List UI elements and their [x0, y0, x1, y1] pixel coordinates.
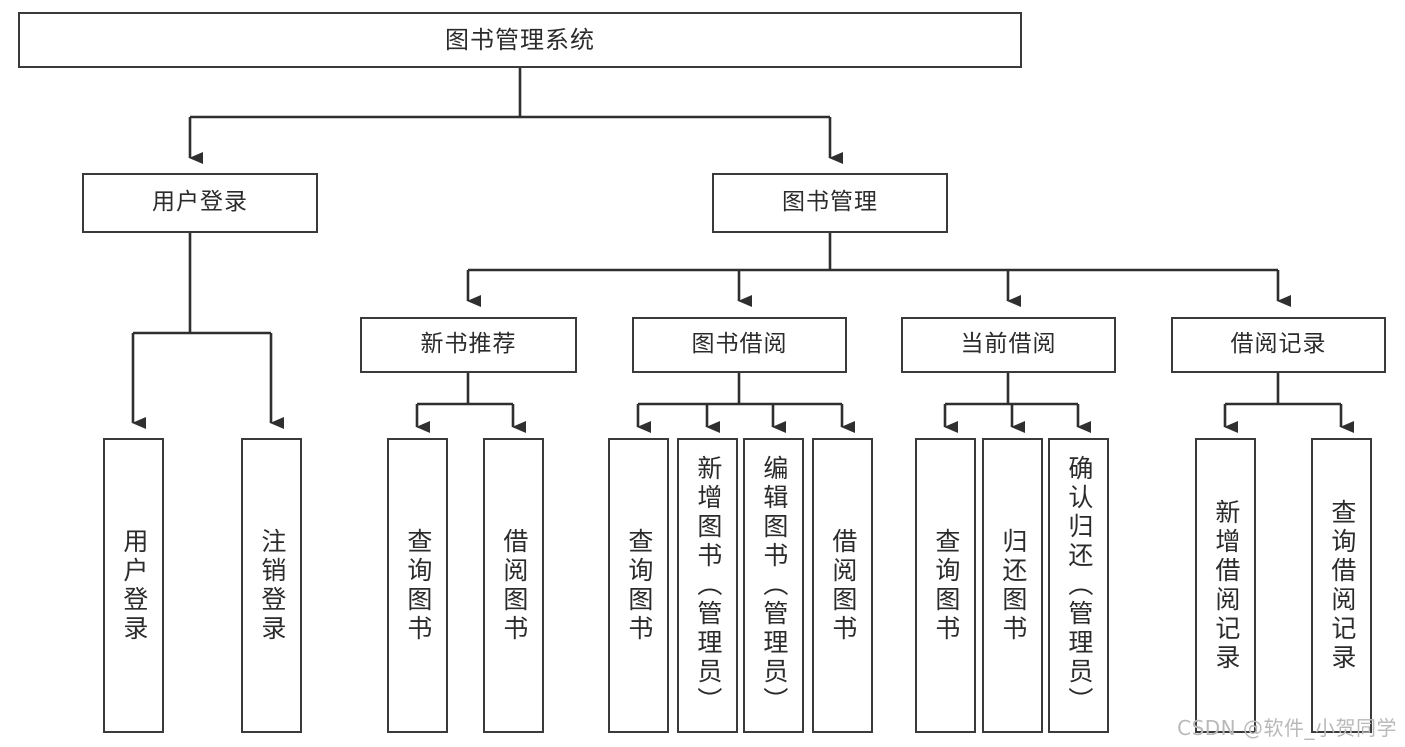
leaf-label: 借阅图书	[828, 527, 858, 644]
node-borrow-record[interactable]: 借阅记录	[1171, 317, 1386, 373]
leaf-label: 查询图书	[624, 527, 654, 644]
node-leaf-query-record[interactable]: 查询借阅记录	[1311, 438, 1372, 733]
leaf-label: 确认归还（管理员）	[1064, 455, 1094, 716]
node-book-management[interactable]: 图书管理	[712, 173, 948, 233]
node-leaf-edit-book[interactable]: 编辑图书（管理员）	[743, 438, 804, 733]
node-leaf-query-book-2[interactable]: 查询图书	[608, 438, 669, 733]
node-leaf-user-login[interactable]: 用户登录	[103, 438, 164, 733]
leaf-label: 借阅图书	[499, 527, 529, 644]
node-leaf-add-book[interactable]: 新增图书（管理员）	[677, 438, 738, 733]
node-new-book-recommend[interactable]: 新书推荐	[360, 317, 577, 373]
node-leaf-borrow-book-1[interactable]: 借阅图书	[483, 438, 544, 733]
leaf-label: 新增借阅记录	[1211, 498, 1241, 673]
leaf-label: 注销登录	[257, 527, 287, 644]
node-leaf-add-record[interactable]: 新增借阅记录	[1195, 438, 1256, 733]
leaf-label: 编辑图书（管理员）	[759, 455, 789, 716]
node-leaf-confirm-return[interactable]: 确认归还（管理员）	[1048, 438, 1109, 733]
leaf-label: 新增图书（管理员）	[693, 455, 723, 716]
node-leaf-query-book-3[interactable]: 查询图书	[915, 438, 976, 733]
node-user-login[interactable]: 用户登录	[82, 173, 318, 233]
leaf-label: 查询借阅记录	[1327, 498, 1357, 673]
node-leaf-user-logout[interactable]: 注销登录	[241, 438, 302, 733]
node-leaf-return-book[interactable]: 归还图书	[982, 438, 1043, 733]
node-root-system[interactable]: 图书管理系统	[18, 12, 1022, 68]
leaf-label: 归还图书	[998, 527, 1028, 644]
csdn-watermark: CSDN @软件_小贺同学	[1177, 716, 1397, 740]
node-current-borrow[interactable]: 当前借阅	[901, 317, 1116, 373]
leaf-label: 查询图书	[403, 527, 433, 644]
node-leaf-borrow-book-2[interactable]: 借阅图书	[812, 438, 873, 733]
leaf-label: 查询图书	[931, 527, 961, 644]
node-book-borrow[interactable]: 图书借阅	[632, 317, 847, 373]
node-leaf-query-book-1[interactable]: 查询图书	[387, 438, 448, 733]
leaf-label: 用户登录	[119, 527, 149, 644]
